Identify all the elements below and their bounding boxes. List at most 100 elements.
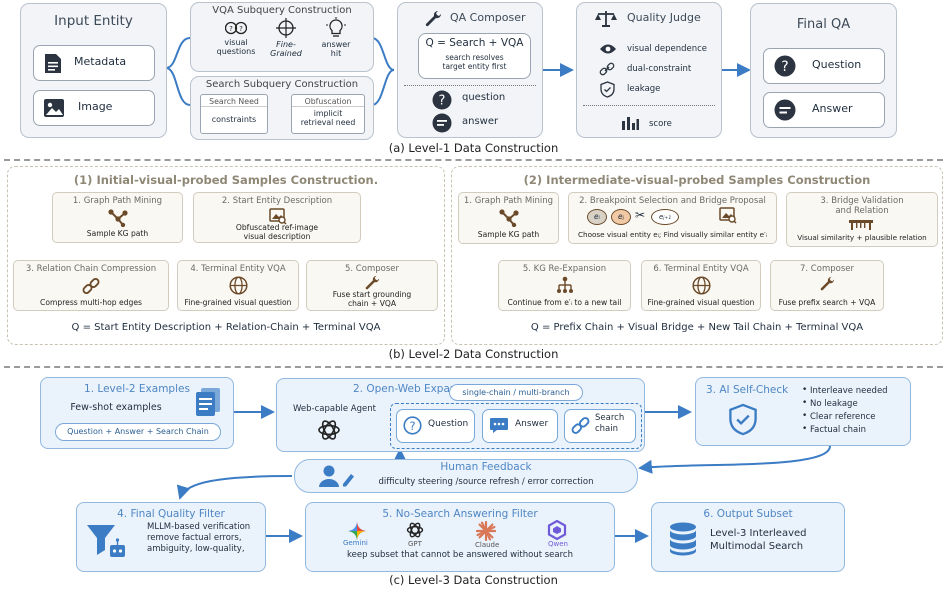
no-search-title: 5. No-Search Answering Filter — [382, 508, 538, 520]
metadata-card: Metadata — [33, 45, 155, 81]
intermediate-visual-panel: (2) Intermediate-visual-probed Samples C… — [451, 166, 943, 345]
step-body: Continue from e′ᵢ to a new tail — [507, 298, 622, 307]
claude-logo-icon — [476, 521, 496, 541]
judge-item-leakage: leakage — [627, 84, 661, 94]
entity-node-ej: eⱼ — [611, 209, 631, 225]
l2r-step7: 7. Composer Fuse prefix search + VQA — [770, 260, 884, 311]
qa-composer-panel: QA Composer Q = Search + VQA search reso… — [397, 2, 543, 138]
composer-question-label: question — [462, 92, 506, 103]
self-check-item: Clear reference — [810, 412, 876, 422]
quality-judge-title: Quality Judge — [627, 11, 701, 24]
intermediate-visual-title: (2) Intermediate-visual-probed Samples C… — [523, 173, 871, 187]
initial-visual-formula: Q = Start Entity Description + Relation-… — [71, 322, 381, 333]
question-circle-icon: ? — [774, 55, 796, 77]
svg-text:?: ? — [409, 419, 415, 433]
final-answer-label: Answer — [812, 102, 853, 115]
metadata-label: Metadata — [74, 55, 127, 68]
chat-bubble-icon — [490, 418, 508, 433]
chain-link-icon — [82, 278, 100, 294]
step-body: Sample KG path — [86, 229, 149, 238]
database-icon — [670, 522, 696, 556]
bullet: • — [802, 398, 808, 408]
scales-icon — [595, 11, 617, 27]
initial-visual-title: (1) Initial-visual-probed Samples Constr… — [73, 173, 379, 187]
svg-text:?: ? — [239, 25, 243, 33]
model-label-claude: Claude — [475, 541, 500, 549]
no-search-body: keep subset that cannot be answered with… — [347, 550, 573, 560]
svg-text:?: ? — [439, 94, 446, 109]
expansion-search-label: Search chain — [595, 413, 625, 434]
image-label: Image — [78, 100, 113, 113]
human-feedback-body: difficulty steering /source refresh / er… — [378, 477, 594, 487]
level2-caption: (b) Level-2 Data Construction — [388, 347, 559, 361]
filter-robot-icon — [87, 525, 125, 557]
shield-check-icon — [729, 403, 757, 436]
step-title: 1. Graph Path Mining — [72, 196, 163, 206]
tree-expand-icon — [557, 276, 573, 293]
output-title: 6. Output Subset — [703, 508, 793, 520]
examples-body: Few-shot examples — [70, 402, 162, 413]
human-feedback-box: Human Feedback difficulty steering /sour… — [294, 459, 638, 493]
question-circle-icon: ? — [432, 90, 452, 110]
obfuscation-box: Obfuscation implicit retrieval need — [291, 94, 365, 134]
answer-hit-label: answer hit — [321, 40, 351, 58]
initial-visual-panel: (1) Initial-visual-probed Samples Constr… — [7, 166, 445, 345]
step-title: 5. KG Re-Expansion — [522, 264, 607, 274]
wrench-icon — [365, 275, 380, 290]
intermediate-visual-formula: Q = Prefix Chain + Visual Bridge + New T… — [530, 322, 864, 333]
l2r-step5: 5. KG Re-Expansion Continue from e′ᵢ to … — [498, 260, 631, 311]
image-search-icon — [719, 207, 737, 224]
bridge-icon — [849, 220, 873, 230]
final-answer-card: Answer — [763, 92, 885, 128]
bullet: • — [802, 385, 808, 395]
bullet: • — [802, 411, 808, 421]
step-title: 3. Relation Chain Compression — [25, 264, 157, 274]
step-title: 2. Breakpoint Selection and Bridge Propo… — [579, 196, 766, 206]
image-card: Image — [33, 90, 155, 126]
self-check-item: No leakage — [810, 399, 858, 409]
document-icon — [45, 54, 61, 73]
document-icon — [196, 388, 220, 416]
formula-box: Q = Search + VQA search resolves target … — [418, 33, 531, 79]
wrench-icon — [425, 10, 442, 27]
final-qa-title: Final QA — [796, 17, 851, 32]
examples-title: 1. Level-2 Examples — [84, 383, 190, 395]
svg-text:?: ? — [229, 25, 233, 33]
globe-icon — [692, 276, 711, 295]
link-icon — [599, 62, 615, 76]
judge-score-label: score — [649, 119, 672, 129]
final-qa-panel: Final QA ? Question Answer — [750, 3, 897, 138]
l2r-step6: 6. Terminal Entity VQA Fine-grained visu… — [641, 260, 761, 311]
output-body: Level-3 Interleaved Multimodal Search — [710, 528, 807, 552]
svg-text:?: ? — [781, 59, 788, 75]
expansion-title: 2. Open-Web Expansion — [352, 383, 479, 395]
person-edit-icon — [319, 465, 354, 487]
visual-questions-label: visual questions — [216, 38, 256, 56]
step-title: 2. Start Entity Description — [221, 196, 333, 206]
judge-item-visual: visual dependence — [627, 44, 708, 54]
chat-bubble-icon — [774, 99, 796, 121]
step-body: Fuse prefix search + VQA — [778, 298, 876, 307]
composer-formula: Q = Search + VQA — [425, 37, 524, 49]
expansion-question-label: Question — [428, 419, 469, 429]
no-search-box: 5. No-Search Answering Filter Gemini GPT… — [305, 502, 615, 572]
expansion-question: ? Question — [396, 409, 475, 443]
final-filter-box: 4. Final Quality Filter MLLM-based verif… — [76, 502, 266, 572]
l2l-step5: 5. Composer Fuse start grounding chain +… — [306, 260, 438, 311]
self-check-box: 3. AI Self-Check Interleave needed No le… — [695, 377, 911, 446]
step-body: Compress multi-hop edges — [40, 298, 142, 307]
expansion-inner — [390, 403, 642, 449]
globe-icon — [229, 276, 248, 295]
expansion-search-chain: Search chain — [564, 409, 636, 443]
lightbulb-icon — [326, 17, 346, 37]
openai-logo-icon — [318, 420, 340, 440]
self-check-item: Factual chain — [810, 425, 867, 435]
search-need-label: Search Need — [201, 97, 267, 107]
final-filter-body: MLLM-based verification remove factual e… — [147, 522, 251, 554]
bar-chart-icon — [622, 117, 639, 130]
graph-path-icon — [499, 209, 519, 227]
step-title: 4. Terminal Entity VQA — [190, 264, 286, 274]
step-title: 5. Composer — [345, 264, 399, 274]
fine-grained-label: Fine- Grained — [270, 40, 302, 58]
judge-divider — [583, 105, 715, 106]
